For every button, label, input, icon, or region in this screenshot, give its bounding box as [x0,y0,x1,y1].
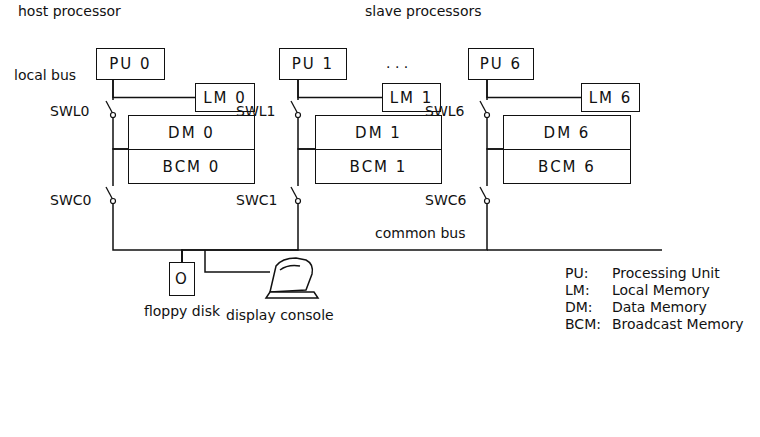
switch-name: SWL0 [50,104,89,119]
node-label: BCM 0 [163,158,221,176]
switch-symbol [291,100,301,118]
bus-connector [113,80,195,98]
legend-text: Processing Unit [612,266,720,281]
legend-text: Broadcast Memory [612,317,744,332]
node-label: PU 1 [292,55,334,73]
switch-symbol [106,100,116,118]
caption-label: local bus [14,68,76,83]
node-label: DM 1 [355,124,402,142]
display-console-icon [266,258,318,298]
switch-name: SWC0 [50,193,91,208]
legend-text: BCM: [565,317,601,332]
node-label: BCM 1 [350,158,408,176]
device-label: floppy disk [144,303,220,319]
node-label: BCM 6 [538,158,596,176]
memory-box: PU 1 [279,48,347,80]
bus-connector [298,80,382,98]
memory-box: BCM 6 [503,149,631,184]
switch-symbol [291,186,301,204]
caption-label: common bus [375,226,465,241]
memory-box: BCM 1 [315,149,442,184]
legend-text: LM: [565,283,590,298]
memory-box: BCM 0 [128,149,255,184]
node-label: LM 6 [589,89,633,107]
switch-name: SWC6 [425,193,466,208]
node-label: DM 0 [168,124,215,142]
memory-box: PU 0 [96,48,165,80]
node-label: DM 6 [544,124,591,142]
memory-box: DM 1 [315,115,442,150]
memory-box: PU 6 [468,48,534,80]
bus-connector [487,80,581,98]
console-wire [205,250,270,272]
caption-label: display console [226,308,334,323]
node-label: PU 6 [480,55,522,73]
node-label: O [175,270,189,288]
legend-text: PU: [565,266,588,281]
node-label: PU 0 [109,55,151,73]
legend-text: DM: [565,300,593,315]
memory-box: LM 6 [581,83,640,112]
floppy-disk-box: Ofloppy disk [169,262,195,296]
caption-label: slave processors [365,4,482,19]
memory-box: DM 0 [128,115,255,150]
switch-symbol [106,186,116,204]
memory-box: DM 6 [503,115,631,150]
legend-text: Data Memory [612,300,707,315]
caption-label: host processor [18,4,121,19]
caption-label: . . . [386,56,408,71]
switch-symbol [480,100,490,118]
switch-symbol [480,186,490,204]
common-bus-line [487,249,662,251]
switch-name: SWL1 [236,104,275,119]
legend-text: Local Memory [612,283,710,298]
switch-name: SWL6 [425,104,464,119]
switch-name: SWC1 [236,193,277,208]
